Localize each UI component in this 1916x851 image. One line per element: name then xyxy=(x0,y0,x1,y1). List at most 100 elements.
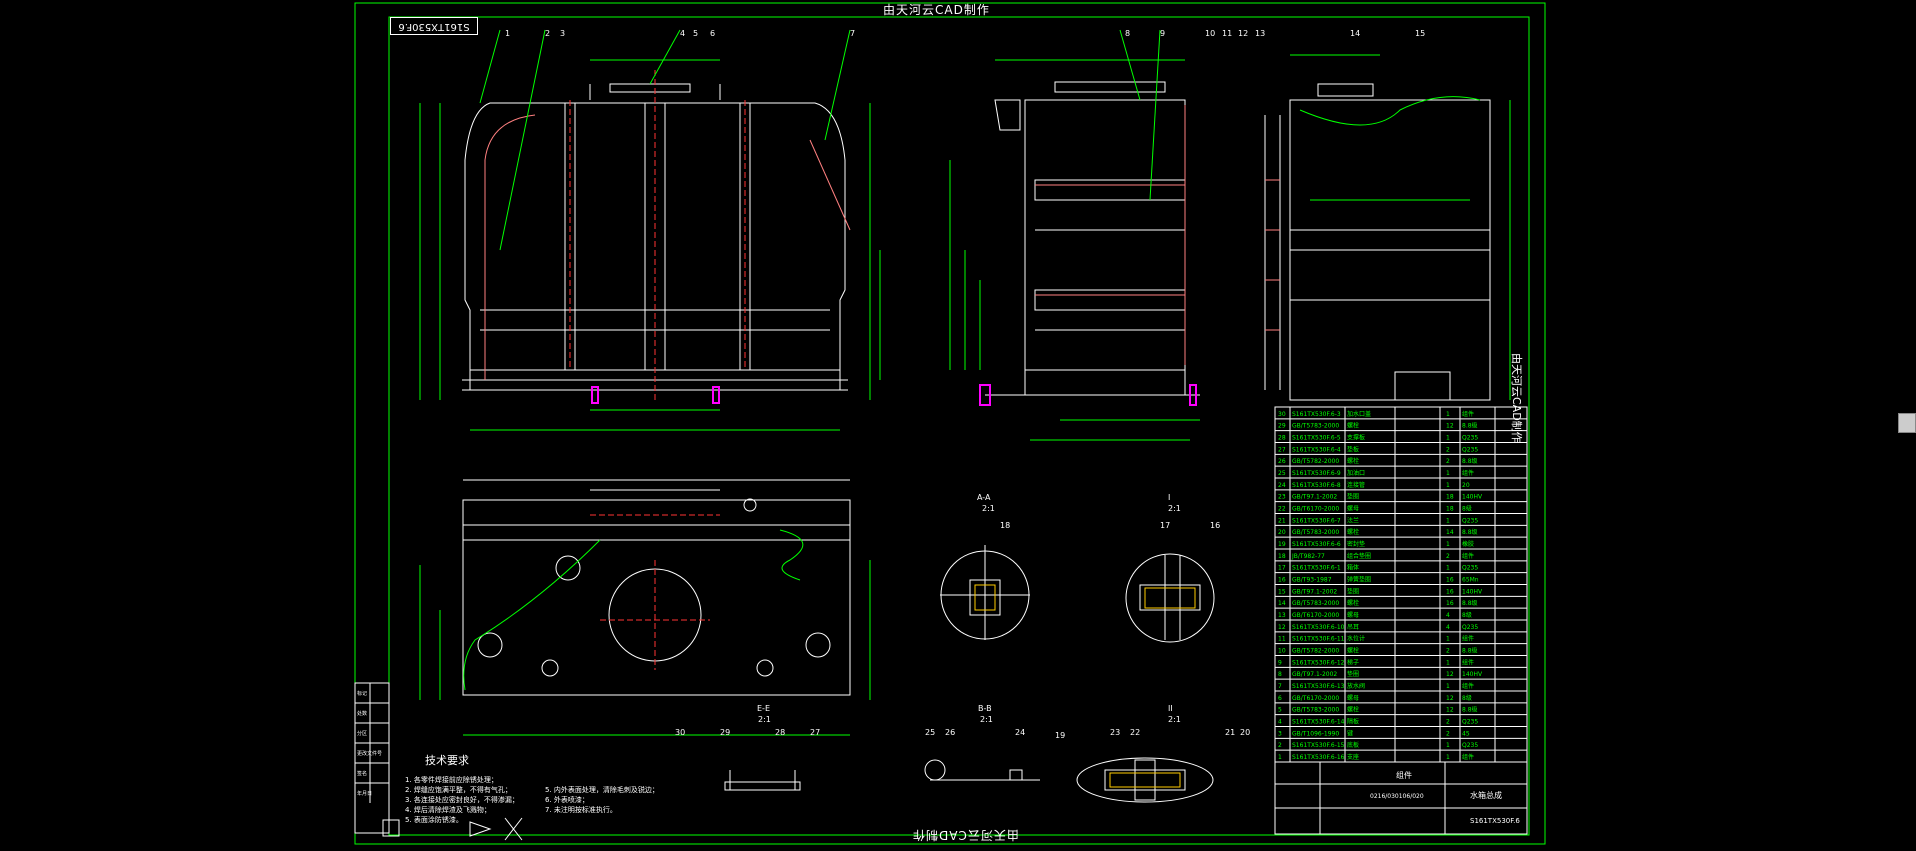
top-view xyxy=(462,479,851,696)
title-code: 0216/030106/020 xyxy=(1370,793,1424,800)
bom-cell-qty: 1 xyxy=(1446,435,1450,442)
bom-cell-name: 箱体 xyxy=(1347,564,1359,572)
bom-cell-qty: 1 xyxy=(1446,482,1450,489)
bom-cell-qty: 4 xyxy=(1446,624,1450,631)
callout-30: 30 xyxy=(675,728,685,737)
bom-cell-name: 放水阀 xyxy=(1347,682,1365,690)
callout-14: 14 xyxy=(1350,29,1360,38)
inner-border xyxy=(388,16,1530,836)
bom-cell-material: 8.8级 xyxy=(1462,422,1478,430)
bom-cell-qty: 16 xyxy=(1446,577,1454,584)
bom-cell-name: 垫板 xyxy=(1347,445,1359,453)
bom-cell-qty: 2 xyxy=(1446,648,1450,655)
bom-cell-material: 8级 xyxy=(1462,505,1472,513)
bom-cell-qty: 1 xyxy=(1446,565,1450,572)
section-label: 2:1 xyxy=(758,715,771,724)
callout-11: 11 xyxy=(1222,29,1232,38)
bom-cell-material: 20 xyxy=(1462,482,1470,489)
bom-cell-code: GB/T6170-2000 xyxy=(1292,506,1339,513)
tech-line: 1. 各零件焊接前应除锈处理； xyxy=(405,776,498,784)
callout-8: 8 xyxy=(1125,29,1130,38)
callout-21: 21 xyxy=(1225,728,1235,737)
revision-label: 签名 xyxy=(357,770,367,777)
callout-22: 22 xyxy=(1130,728,1140,737)
bom-cell-qty: 1 xyxy=(1446,754,1450,761)
title-block xyxy=(1274,761,1528,835)
title-drawing-no: S161TX530F.6 xyxy=(1470,817,1520,825)
bom-cell-no: 16 xyxy=(1278,577,1286,584)
callout-17: 17 xyxy=(1160,521,1170,530)
callout-29: 29 xyxy=(720,728,730,737)
bom-cell-code: GB/T5783-2000 xyxy=(1292,529,1339,536)
callout-25: 25 xyxy=(925,728,935,737)
bom-cell-name: 螺栓 xyxy=(1347,599,1359,607)
bom-cell-no: 17 xyxy=(1278,565,1286,572)
bom-cell-code: S161TX530F.6-11 xyxy=(1292,636,1345,643)
drawing-title-top: 由天河云CAD制作 xyxy=(883,3,990,17)
drawing-title-side: 由天河云CAD制作 xyxy=(1510,353,1523,443)
callout-24: 24 xyxy=(1015,728,1025,737)
bom-cell-name: 螺母 xyxy=(1347,505,1359,513)
revision-label: 更改文件号 xyxy=(357,750,382,757)
bom-cell-qty: 12 xyxy=(1446,695,1454,702)
bom-cell-code: S161TX530F.6-12 xyxy=(1292,659,1345,666)
projection-symbol xyxy=(382,817,523,841)
drawing-code-box: S161TX530F.6 xyxy=(390,17,478,35)
bom-cell-code: S161TX530F.6-1 xyxy=(1292,565,1341,572)
bom-cell-code: S161TX530F.6-10 xyxy=(1292,624,1345,631)
scrollbar-thumb[interactable] xyxy=(1898,413,1916,433)
bom-cell-name: 连接管 xyxy=(1347,481,1365,489)
bom-cell-name: 吊耳 xyxy=(1347,624,1359,631)
bom-cell-qty: 16 xyxy=(1446,588,1454,595)
callout-6: 6 xyxy=(710,29,715,38)
bom-cell-qty: 1 xyxy=(1446,470,1450,477)
bom-cell-no: 28 xyxy=(1278,435,1286,442)
callout-2: 2 xyxy=(545,29,550,38)
callout-10: 10 xyxy=(1205,29,1215,38)
bom-cell-qty: 18 xyxy=(1446,494,1454,501)
bom-cell-material: Q235 xyxy=(1462,624,1478,631)
bom-cell-code: GB/T97.1-2002 xyxy=(1292,494,1337,501)
bom-cell-name: 螺母 xyxy=(1347,694,1359,702)
bom-cell-code: GB/T97.1-2002 xyxy=(1292,588,1337,595)
bom-cell-no: 9 xyxy=(1278,659,1282,666)
bom-cell-material: 140HV xyxy=(1462,588,1483,595)
bom-cell-name: 支座 xyxy=(1347,753,1359,761)
bom-cell-code: GB/T5782-2000 xyxy=(1292,458,1339,465)
bom-cell-no: 8 xyxy=(1278,671,1282,678)
section-label: A-A xyxy=(977,493,991,502)
bom-cell-qty: 12 xyxy=(1446,671,1454,678)
bom-cell-no: 30 xyxy=(1278,411,1286,418)
revision-label: 分区 xyxy=(357,730,367,737)
bom-cell-no: 12 xyxy=(1278,624,1286,631)
bom-cell-no: 6 xyxy=(1278,695,1282,702)
bom-cell-name: 支撑板 xyxy=(1347,434,1365,442)
bom-cell-no: 26 xyxy=(1278,458,1286,465)
bom-cell-material: 8.8级 xyxy=(1462,599,1478,607)
tech-line: 7. 未注明按标准执行。 xyxy=(545,806,617,814)
callout-15: 15 xyxy=(1415,29,1425,38)
bom-cell-material: Q235 xyxy=(1462,565,1478,572)
bom-cell-code: S161TX530F.6-6 xyxy=(1292,541,1341,548)
bom-cell-no: 15 xyxy=(1278,588,1286,595)
side-view-magenta xyxy=(979,384,1197,406)
bom-cell-no: 11 xyxy=(1278,636,1286,643)
bom-cell-no: 19 xyxy=(1278,541,1286,548)
tech-line: 4. 焊后清除焊渣及飞溅物； xyxy=(405,806,491,814)
top-view-red xyxy=(590,514,720,670)
bom-cell-code: S161TX530F.6-14 xyxy=(1292,719,1345,726)
callout-16: 16 xyxy=(1210,521,1220,530)
front-view-red-pipes xyxy=(484,114,851,380)
bom-cell-name: 垫圈 xyxy=(1347,670,1359,678)
callout-1: 1 xyxy=(505,29,510,38)
bom-cell-code: GB/T5783-2000 xyxy=(1292,707,1339,714)
bom-cell-material: 组件 xyxy=(1462,410,1474,418)
right-view-dims xyxy=(1290,54,1511,400)
bom-cell-code: GB/T5783-2000 xyxy=(1292,423,1339,430)
callout-27: 27 xyxy=(810,728,820,737)
bom-cell-material: 组件 xyxy=(1462,753,1474,761)
